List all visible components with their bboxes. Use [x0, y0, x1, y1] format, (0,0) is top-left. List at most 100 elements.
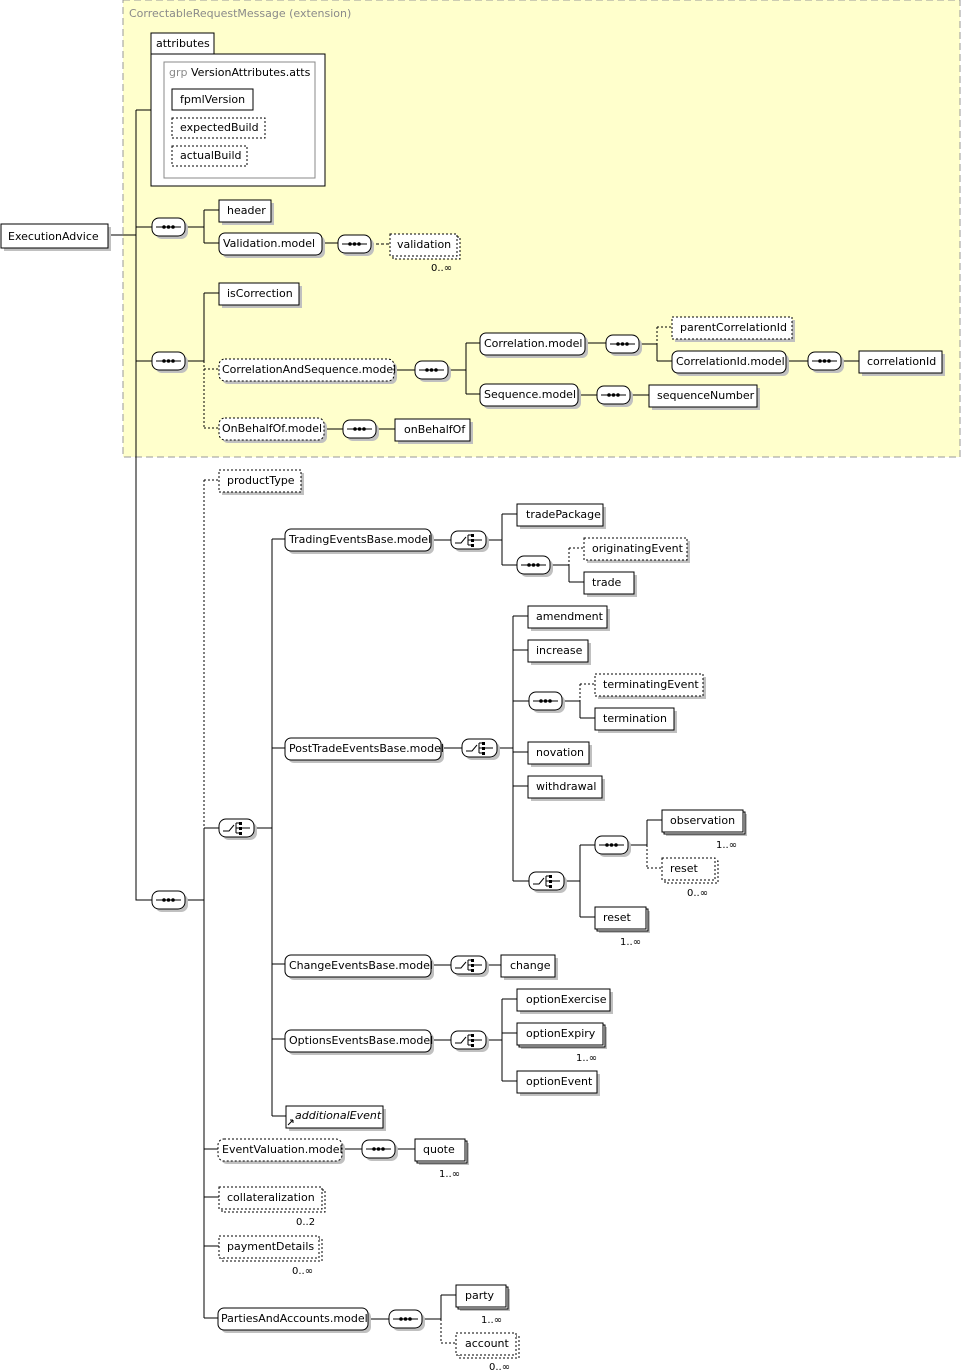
tradePackage-label: tradePackage: [526, 508, 601, 521]
element-termination[interactable]: termination: [594, 707, 677, 733]
novation-label: novation: [536, 746, 584, 759]
choice-compositor-icon[interactable]: [461, 738, 500, 760]
element-originatingEvent[interactable]: originatingEvent: [583, 537, 690, 563]
element-header[interactable]: header: [218, 199, 274, 225]
sequence-compositor-icon[interactable]: [528, 691, 565, 713]
element-optionExpiry[interactable]: optionExpiry 1..∞: [516, 1022, 607, 1064]
group-correlation-and-sequence-model[interactable]: CorrelationAndSequence.model: [218, 358, 397, 384]
element-change[interactable]: change: [500, 954, 558, 980]
party-label: party: [465, 1289, 495, 1302]
sequence-compositor-icon[interactable]: [605, 334, 642, 356]
change-events-base-model-label: ChangeEventsBase.model: [289, 959, 433, 972]
attr-actualBuild[interactable]: [171, 145, 248, 167]
originatingEvent-label: originatingEvent: [592, 542, 684, 555]
sequence-compositor-icon[interactable]: [361, 1139, 398, 1161]
element-validation[interactable]: validation 0..∞: [389, 233, 461, 274]
additionalEvent-label: additionalEvent: [295, 1109, 382, 1122]
optionExpiry-occurrence: 1..∞: [576, 1053, 597, 1064]
correlationId-model-label: CorrelationId.model: [676, 355, 785, 368]
productType-label: productType: [227, 474, 295, 487]
element-reset-outer[interactable]: reset 1..∞: [594, 906, 650, 948]
element-paymentDetails[interactable]: paymentDetails 0..∞: [218, 1235, 323, 1277]
terminatingEvent-label: terminatingEvent: [603, 678, 699, 691]
element-additionalEvent[interactable]: additionalEvent: [285, 1105, 386, 1131]
observation-occurrence: 1..∞: [716, 840, 737, 851]
element-account[interactable]: account 0..∞: [455, 1332, 520, 1372]
group-post-trade-events-base-model[interactable]: PostTradeEventsBase.model: [284, 737, 444, 763]
sequence-compositor-icon[interactable]: [516, 555, 553, 577]
group-event-valuation-model[interactable]: EventValuation.model: [217, 1138, 345, 1164]
collateralization-label: collateralization: [227, 1191, 315, 1204]
event-valuation-model-label: EventValuation.model: [222, 1143, 343, 1156]
correlation-and-sequence-model-label: CorrelationAndSequence.model: [222, 363, 396, 376]
sequence-compositor-icon[interactable]: [807, 351, 844, 373]
parentCorrelationId-label: parentCorrelationId: [680, 321, 787, 334]
element-onBehalfOf[interactable]: onBehalfOf: [394, 418, 473, 444]
validation-model-label: Validation.model: [223, 237, 315, 250]
element-novation[interactable]: novation: [527, 741, 592, 767]
post-trade-events-base-model-label: PostTradeEventsBase.model: [289, 742, 444, 755]
element-collateralization[interactable]: collateralization 0..2: [218, 1186, 326, 1228]
group-validation-model[interactable]: Validation.model: [218, 232, 325, 258]
element-party[interactable]: party 1..∞: [455, 1284, 510, 1326]
choice-compositor-icon[interactable]: [450, 530, 489, 552]
sequence-compositor-icon[interactable]: [414, 360, 451, 382]
element-sequenceNumber[interactable]: sequenceNumber: [648, 384, 760, 410]
group-options-events-base-model[interactable]: OptionsEventsBase.model: [284, 1029, 434, 1055]
sequence-compositor-icon[interactable]: [151, 217, 188, 239]
validation-occurrence: 0..∞: [431, 263, 452, 274]
correlationId-label: correlationId: [867, 355, 936, 368]
increase-label: increase: [536, 644, 583, 657]
choice-compositor-icon[interactable]: [218, 818, 257, 840]
element-amendment[interactable]: amendment: [527, 605, 610, 631]
element-parentCorrelationId[interactable]: parentCorrelationId: [671, 316, 795, 342]
sequence-compositor-icon[interactable]: [594, 835, 631, 857]
element-tradePackage[interactable]: tradePackage: [516, 503, 606, 529]
reset-outer-label: reset: [603, 911, 632, 924]
element-isCorrection[interactable]: isCorrection: [218, 282, 302, 308]
element-reset-inner[interactable]: reset 0..∞: [661, 857, 719, 899]
sequence-compositor-icon[interactable]: [388, 1309, 425, 1331]
paymentDetails-occurrence: 0..∞: [292, 1266, 313, 1277]
element-increase[interactable]: increase: [527, 639, 591, 665]
collateralization-occurrence: 0..2: [296, 1217, 315, 1228]
group-trading-events-base-model[interactable]: TradingEventsBase.model: [284, 528, 434, 554]
sequence-compositor-icon[interactable]: [151, 351, 188, 373]
optionExpiry-label: optionExpiry: [526, 1027, 596, 1040]
element-quote[interactable]: quote 1..∞: [414, 1138, 469, 1180]
group-onBehalfOf-model[interactable]: OnBehalfOf.model: [218, 417, 327, 443]
observation-label: observation: [670, 814, 735, 827]
attr-fpmlVersion[interactable]: [171, 88, 254, 111]
group-correlation-model[interactable]: Correlation.model: [479, 332, 588, 358]
element-trade[interactable]: trade: [583, 571, 637, 597]
element-observation[interactable]: observation 1..∞: [661, 809, 747, 851]
sequence-compositor-icon[interactable]: [337, 234, 374, 256]
reset-outer-occurrence: 1..∞: [620, 937, 641, 948]
onBehalfOf-label: onBehalfOf: [404, 423, 466, 436]
group-change-events-base-model[interactable]: ChangeEventsBase.model: [284, 954, 434, 980]
attributes-tab: attributes: [156, 37, 210, 50]
element-productType[interactable]: productType: [218, 469, 304, 495]
group-sequence-model[interactable]: Sequence.model: [479, 383, 581, 409]
choice-compositor-icon[interactable]: [450, 1030, 489, 1052]
element-root[interactable]: ExecutionAdvice: [0, 223, 111, 251]
account-label: account: [465, 1337, 510, 1350]
element-withdrawal[interactable]: withdrawal: [527, 775, 605, 801]
sequence-compositor-icon[interactable]: [151, 890, 188, 912]
element-optionEvent[interactable]: optionEvent: [516, 1070, 600, 1096]
attr-group-title: grp VersionAttributes.atts: [169, 66, 311, 79]
choice-compositor-icon[interactable]: [450, 955, 489, 977]
element-terminatingEvent[interactable]: terminatingEvent: [594, 673, 706, 699]
sequence-compositor-icon[interactable]: [342, 419, 379, 441]
validation-label: validation: [397, 238, 451, 251]
element-optionExercise[interactable]: optionExercise: [516, 988, 613, 1014]
attr-actualBuild-label: actualBuild: [180, 149, 241, 162]
attr-expectedBuild[interactable]: [171, 117, 266, 139]
sequence-compositor-icon[interactable]: [596, 385, 633, 407]
choice-compositor-icon[interactable]: [528, 871, 567, 893]
quote-occurrence: 1..∞: [439, 1169, 460, 1180]
element-correlationId[interactable]: correlationId: [858, 350, 945, 376]
group-parties-and-accounts-model[interactable]: PartiesAndAccounts.model: [217, 1307, 371, 1333]
group-correlationId-model[interactable]: CorrelationId.model: [671, 350, 789, 376]
